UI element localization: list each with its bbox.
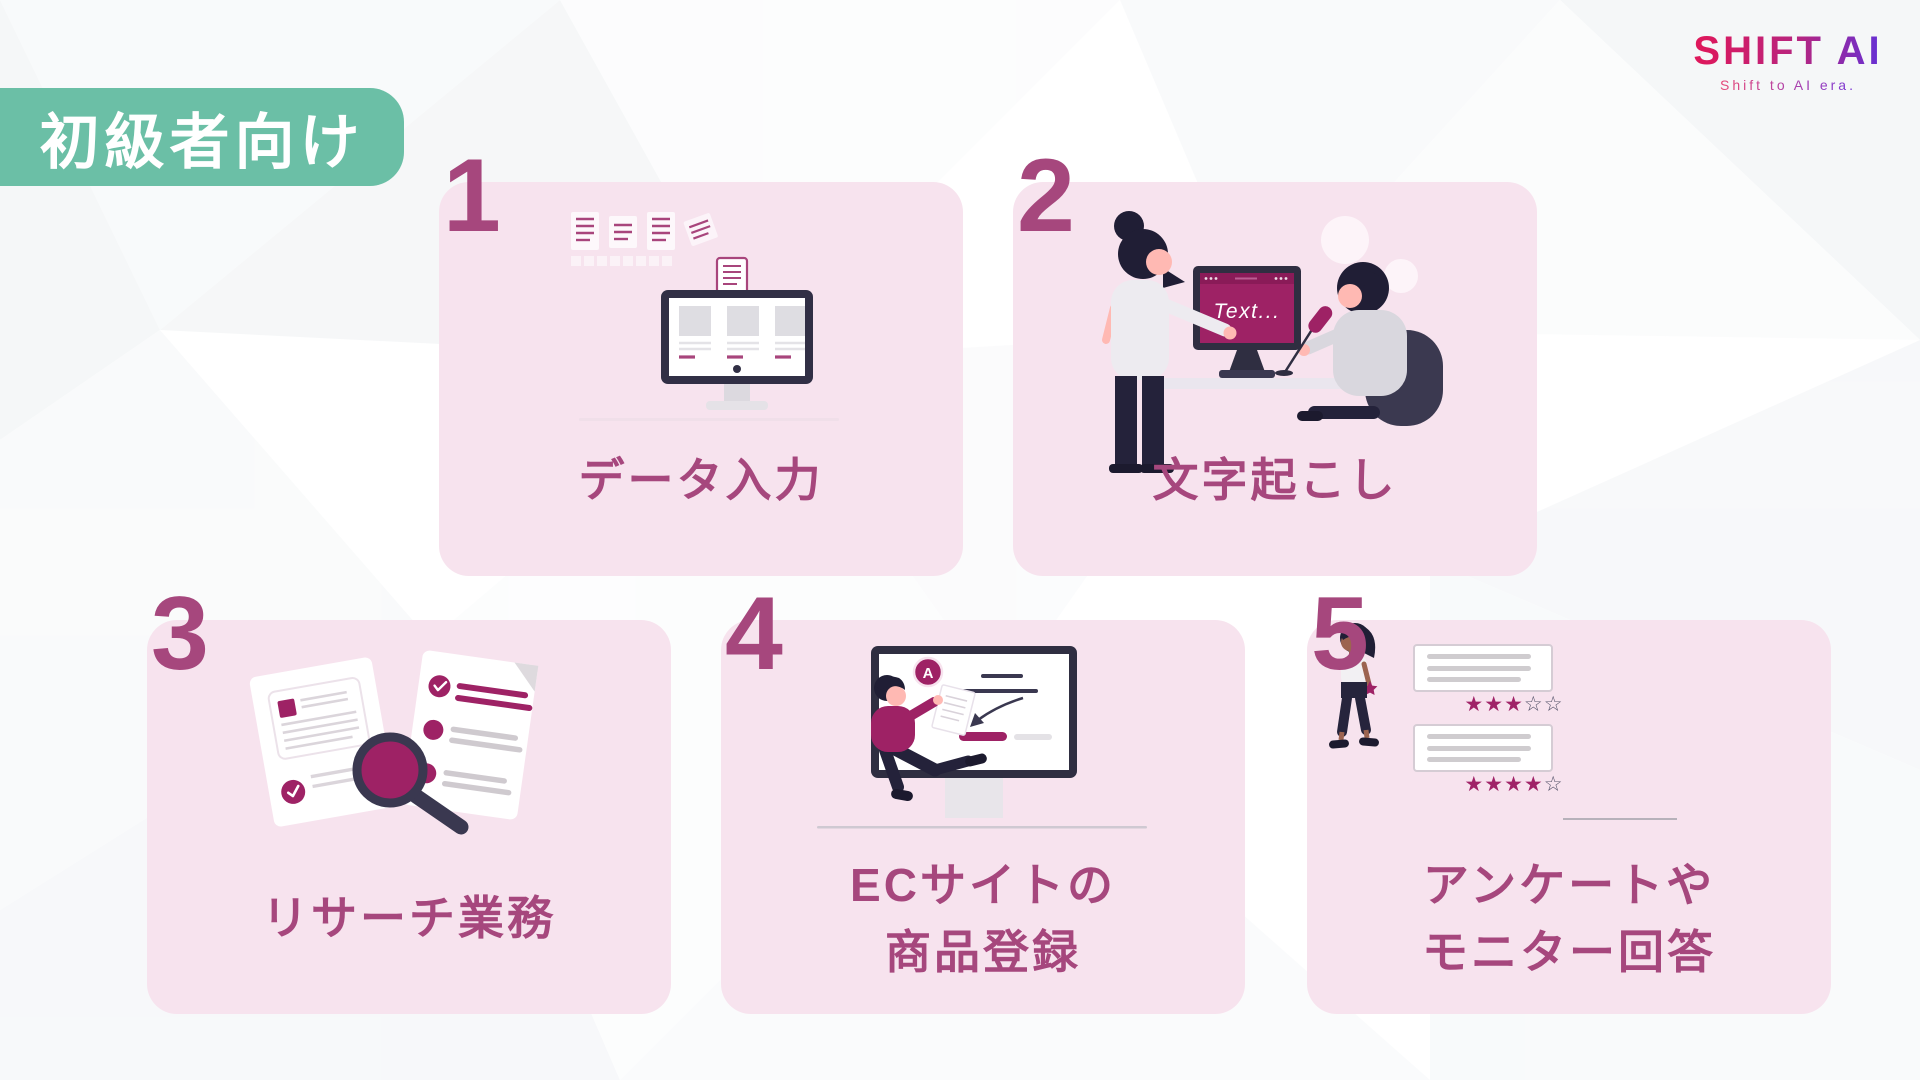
level-badge: 初級者向け bbox=[0, 88, 404, 186]
research-illustration bbox=[147, 620, 671, 1014]
card-number: 5 bbox=[1311, 576, 1369, 692]
star-rating: ★★★☆☆ bbox=[1449, 694, 1579, 715]
document-right-icon bbox=[402, 650, 539, 820]
a-badge-letter: A bbox=[923, 665, 934, 682]
survey-illustration: ★★★☆☆ ★★★★☆ bbox=[1307, 620, 1831, 1014]
ec-registration-illustration: A bbox=[721, 620, 1245, 1014]
seated-person-icon: A bbox=[871, 656, 987, 802]
transcription-illustration: Text... bbox=[1013, 182, 1537, 576]
review-box bbox=[1413, 724, 1553, 772]
card-number: 4 bbox=[725, 576, 783, 692]
desktop-monitor-icon bbox=[579, 290, 839, 421]
card-number: 1 bbox=[443, 138, 501, 254]
stars-empty-icon: ☆ bbox=[1543, 773, 1564, 796]
card-transcription: 2 bbox=[1013, 144, 1537, 576]
card-survey-monitor: 5 ★★★☆☆ ★★★★☆ bbox=[1307, 582, 1831, 1014]
stars-filled-icon: ★★★ bbox=[1464, 693, 1524, 716]
card-label: ECサイトの 商品登録 bbox=[850, 858, 1116, 978]
floating-documents-icon bbox=[571, 212, 749, 296]
card-data-entry: 1 bbox=[439, 144, 963, 576]
card-ec-product-registration: 4 bbox=[721, 582, 1245, 1014]
data-entry-illustration bbox=[439, 182, 963, 576]
star-rating: ★★★★☆ bbox=[1449, 774, 1579, 795]
monitor-documents-icon bbox=[571, 212, 839, 421]
stars-empty-icon: ☆☆ bbox=[1523, 693, 1564, 716]
brand-logo: SHIFT AI Shift to AI era. bbox=[1670, 26, 1906, 105]
standing-woman-icon bbox=[1329, 623, 1379, 749]
standing-woman-icon bbox=[1102, 211, 1237, 473]
screen-text: Text... bbox=[1214, 300, 1281, 323]
magnifier-icon bbox=[352, 732, 469, 835]
seated-man-icon bbox=[1297, 262, 1443, 426]
stars-filled-icon: ★★★★ bbox=[1464, 773, 1544, 796]
card-label: アンケートや モニター回答 bbox=[1422, 858, 1716, 978]
level-badge-label: 初級者向け bbox=[39, 108, 365, 176]
card-label: リサーチ業務 bbox=[262, 891, 556, 944]
transcription-monitor-icon: Text... bbox=[1193, 266, 1301, 378]
card-label: 文字起こし bbox=[1152, 453, 1398, 506]
desk-line bbox=[817, 826, 1147, 829]
brand-logo-graphic: SHIFT AI Shift to AI era. bbox=[1693, 29, 1882, 93]
a-badge-icon: A bbox=[912, 656, 944, 688]
brand-logo-tagline: Shift to AI era. bbox=[1720, 77, 1856, 93]
card-research: 3 bbox=[147, 582, 671, 1014]
card-number: 3 bbox=[151, 576, 209, 692]
review-box bbox=[1413, 644, 1553, 692]
documents-magnifier-icon bbox=[249, 650, 539, 835]
microphone-icon bbox=[1275, 306, 1333, 376]
monitor-person-icon: A bbox=[817, 646, 1147, 829]
card-label: データ入力 bbox=[578, 453, 824, 506]
card-number: 2 bbox=[1017, 138, 1075, 254]
people-monitor-icon: Text... bbox=[1102, 211, 1443, 473]
ground-line bbox=[1563, 818, 1677, 820]
brand-logo-title: SHIFT AI bbox=[1693, 29, 1882, 73]
